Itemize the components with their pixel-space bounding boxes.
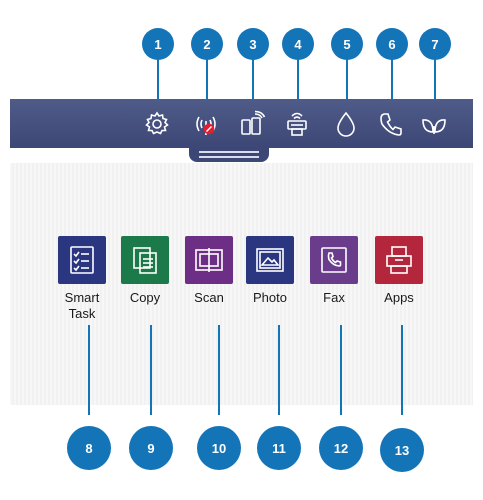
callout-badge-1: 1 [142, 28, 174, 60]
callout-line [218, 325, 220, 415]
callout-line [297, 52, 299, 107]
callout-line [252, 52, 254, 107]
ink-icon[interactable] [331, 109, 361, 139]
apps-icon [375, 236, 423, 284]
fax-icon [310, 236, 358, 284]
callout-badge-7: 7 [419, 28, 451, 60]
callout-line [340, 325, 342, 415]
callout-line [434, 52, 436, 107]
app-photo[interactable]: Photo [239, 236, 301, 306]
app-copy[interactable]: Copy [114, 236, 176, 306]
app-label-copy: Copy [129, 290, 161, 305]
callout-line [278, 325, 280, 415]
callout-badge-9: 9 [129, 426, 173, 470]
app-label-smart-task: Smart Task [64, 290, 100, 321]
app-apps[interactable]: Apps [368, 236, 430, 306]
status-bar [10, 99, 473, 148]
app-scan[interactable]: Scan [178, 236, 240, 306]
pull-tab-grip [199, 151, 259, 153]
callout-line [157, 52, 159, 107]
wifi-direct-icon[interactable] [237, 109, 267, 139]
network-icon[interactable] [282, 109, 312, 139]
callout-badge-6: 6 [376, 28, 408, 60]
callout-line [88, 325, 90, 415]
callout-line [391, 52, 393, 107]
app-label-photo: Photo [253, 290, 287, 305]
app-fax[interactable]: Fax [303, 236, 365, 306]
callout-line [346, 52, 348, 107]
photo-icon [246, 236, 294, 284]
callout-badge-10: 10 [197, 426, 241, 470]
callout-badge-4: 4 [282, 28, 314, 60]
callout-badge-8: 8 [67, 426, 111, 470]
app-label-fax: Fax [323, 290, 345, 305]
copy-icon [121, 236, 169, 284]
app-label-scan: Scan [194, 290, 224, 305]
dashboard-pull-tab[interactable] [189, 148, 269, 162]
callout-badge-11: 11 [257, 426, 301, 470]
smart-task-icon [58, 236, 106, 284]
callout-badge-2: 2 [191, 28, 223, 60]
app-smart-task[interactable]: Smart Task [51, 236, 113, 322]
callout-badge-5: 5 [331, 28, 363, 60]
callout-badge-13: 13 [380, 428, 424, 472]
app-label-apps: Apps [384, 290, 414, 305]
home-screen: Smart Task Copy [10, 163, 473, 405]
phone-icon[interactable] [376, 109, 406, 139]
gear-icon[interactable] [142, 109, 172, 139]
scan-icon [185, 236, 233, 284]
callout-badge-12: 12 [319, 426, 363, 470]
leaf-icon[interactable] [419, 109, 449, 139]
wireless-off-icon[interactable] [191, 109, 221, 139]
callout-badge-3: 3 [237, 28, 269, 60]
callout-line [206, 52, 208, 107]
pull-tab-grip [199, 156, 259, 158]
callout-line [401, 325, 403, 415]
callout-line [150, 325, 152, 415]
